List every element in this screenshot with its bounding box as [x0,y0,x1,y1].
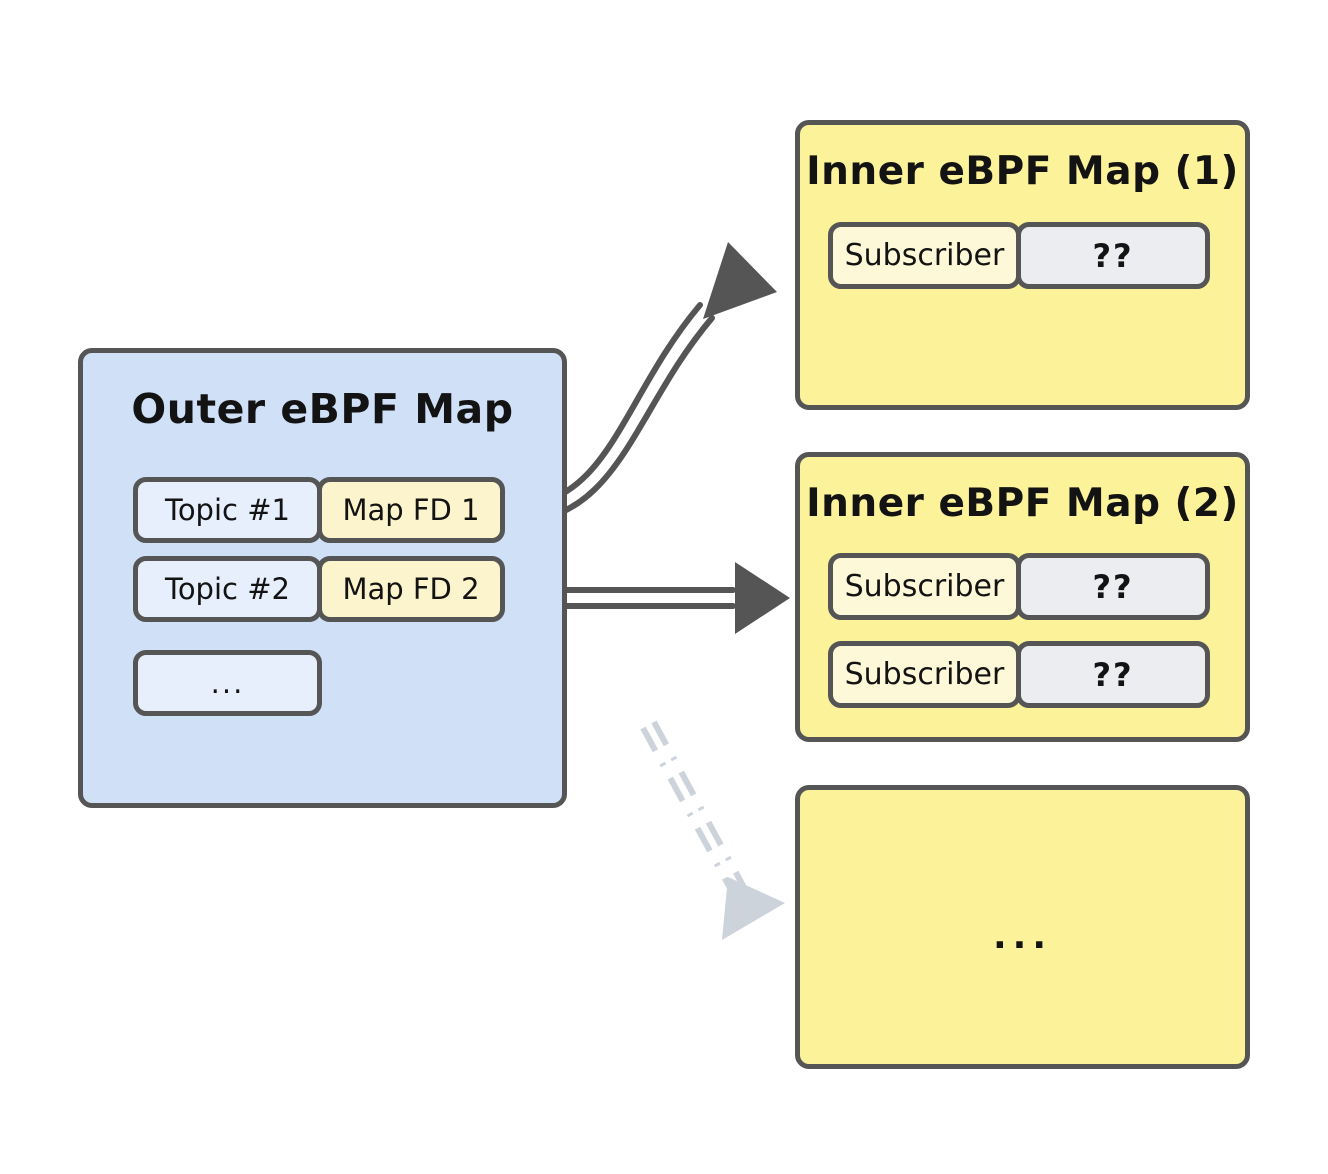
inner-map-2-row-1-value[interactable]: ?? [1016,553,1210,620]
arrow-ellipsis-to-inner-map-3 [640,720,785,940]
outer-map-row-ellipsis[interactable]: ... [133,650,322,716]
inner-map-1-row-1-key[interactable]: Subscriber [828,222,1021,289]
outer-map-row-2[interactable]: Topic #2 Map FD 2 [133,556,510,622]
inner-map-1-row-1-value[interactable]: ?? [1016,222,1210,289]
outer-map-title: Outer eBPF Map [131,385,514,433]
inner-map-2-row-2[interactable]: Subscriber ?? [828,641,1210,708]
inner-map-more-placeholder: ... [992,916,1053,957]
inner-map-2-title: Inner eBPF Map (2) [806,481,1239,526]
inner-map-1-title: Inner eBPF Map (1) [806,149,1239,194]
inner-ebpf-map-more: ... [795,785,1250,1069]
outer-map-row-1-value[interactable]: Map FD 1 [317,477,505,543]
outer-map-row-1[interactable]: Topic #1 Map FD 1 [133,477,510,543]
inner-map-2-row-2-value[interactable]: ?? [1016,641,1210,708]
outer-map-row-1-key[interactable]: Topic #1 [133,477,322,543]
inner-map-2-row-1-key[interactable]: Subscriber [828,553,1021,620]
inner-map-1-row-1[interactable]: Subscriber ?? [828,222,1210,289]
outer-map-ellipsis-label: ... [133,650,322,716]
inner-map-2-row-2-key[interactable]: Subscriber [828,641,1021,708]
outer-map-row-2-value[interactable]: Map FD 2 [317,556,505,622]
outer-map-row-2-key[interactable]: Topic #2 [133,556,322,622]
inner-map-2-row-1[interactable]: Subscriber ?? [828,553,1210,620]
